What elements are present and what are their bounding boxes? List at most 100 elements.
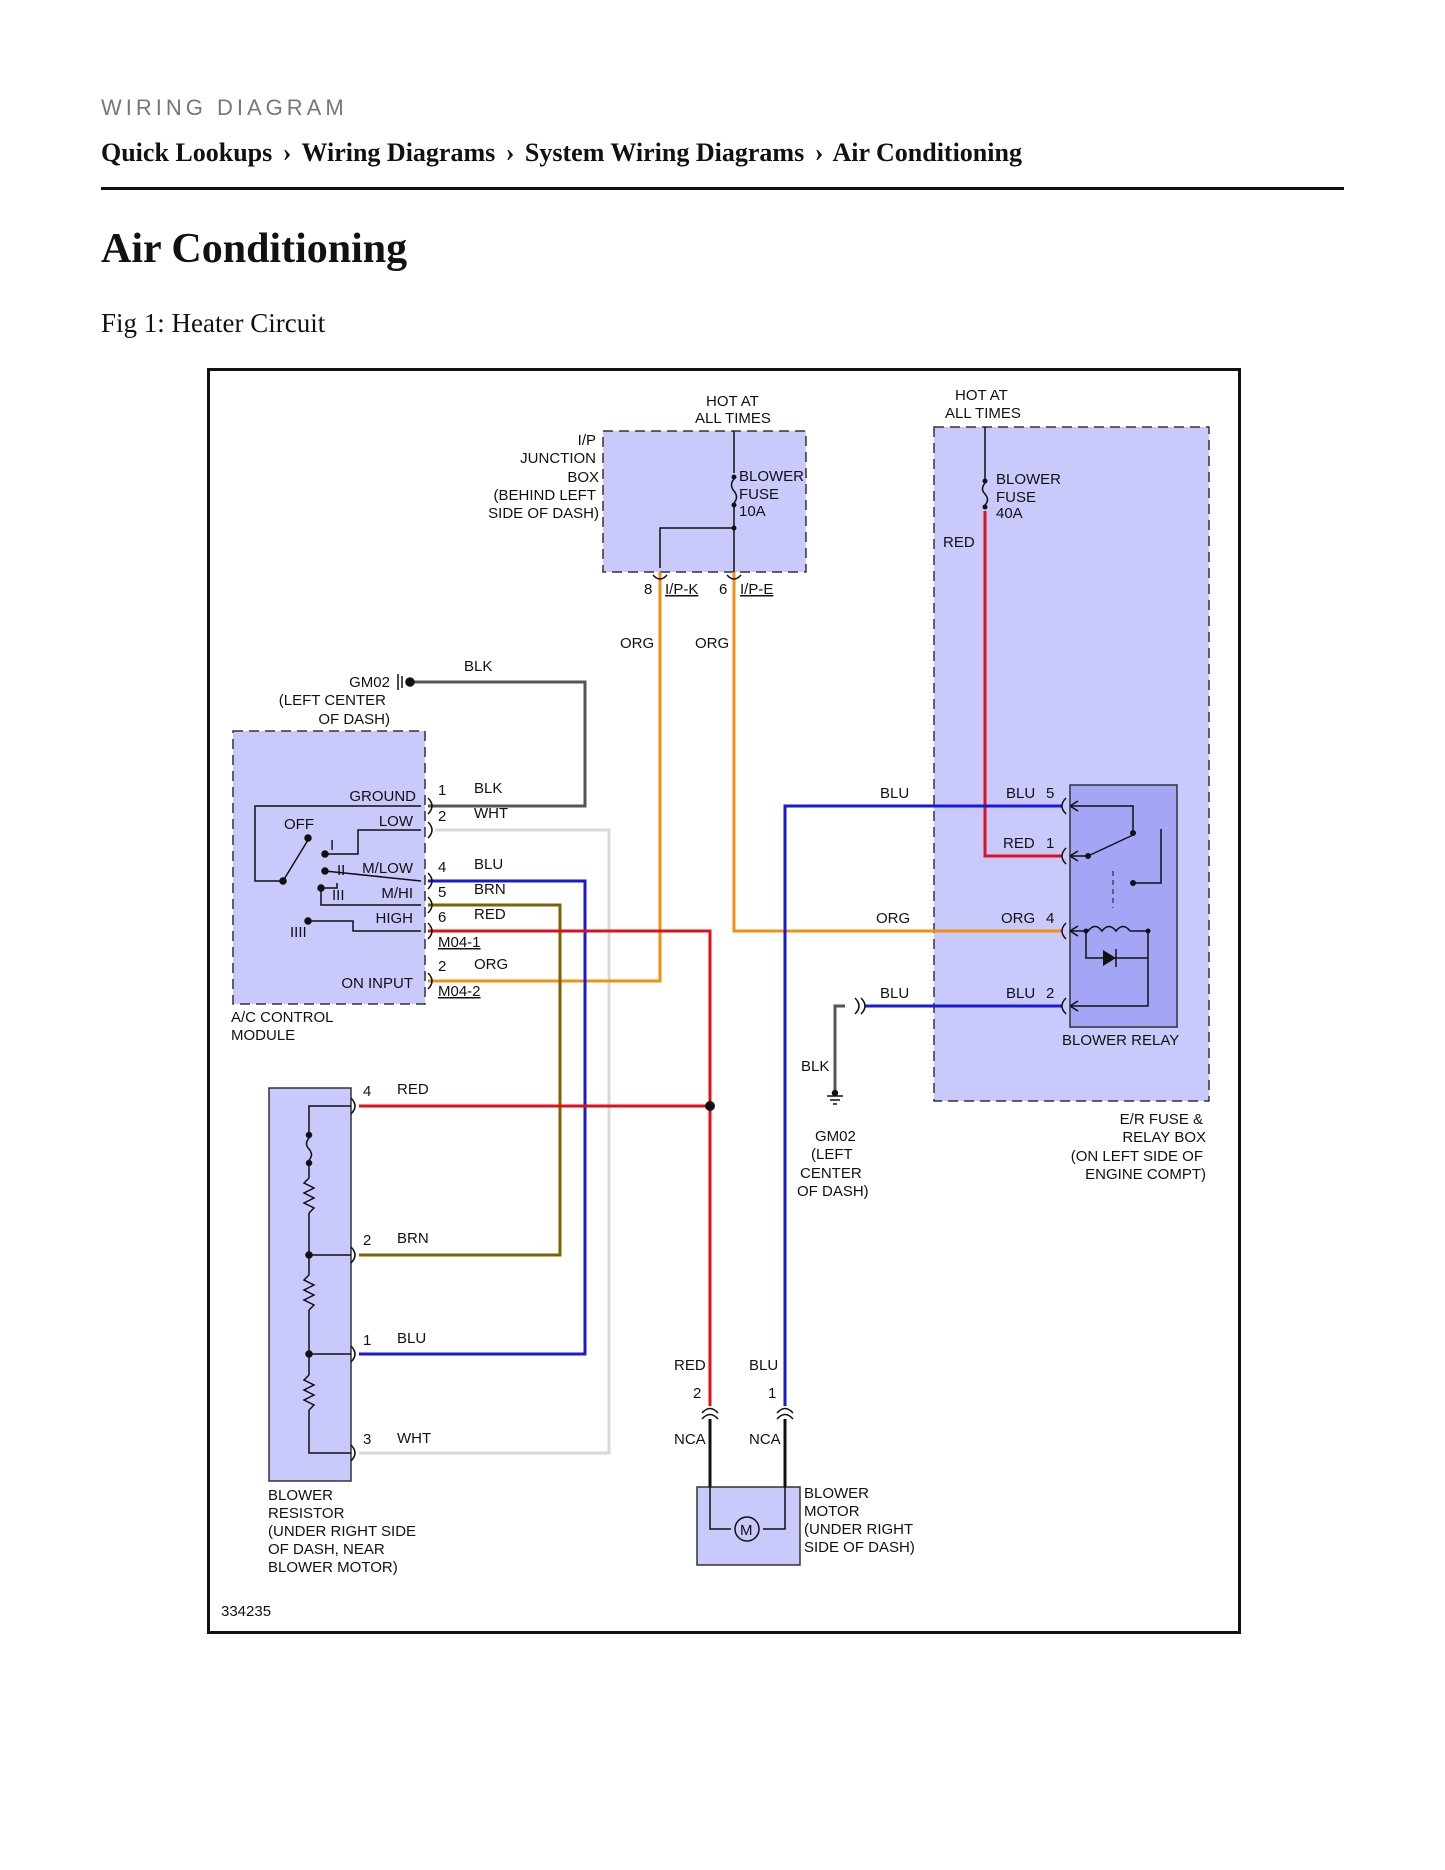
breadcrumb-separator: › [814, 138, 824, 167]
breadcrumb-item-wiring-diagrams[interactable]: Wiring Diagrams [301, 138, 496, 167]
module-pin-high: HIGH [376, 910, 414, 927]
relay-wire-org-4: ORG [1001, 910, 1035, 927]
resistor-pin-num-4: 4 [363, 1083, 371, 1100]
resistor-pin-num-3: 3 [363, 1431, 371, 1448]
resistor-wire-brn: BRN [397, 1230, 429, 1247]
resistor-wire-blu: BLU [397, 1330, 426, 1347]
resistor-pin-connectors [350, 1097, 356, 1462]
blu-relay5-wire-label: BLU [880, 785, 909, 802]
module-pin-num-5: 5 [438, 884, 446, 901]
ground-symbol-bottom [827, 1089, 843, 1105]
resistor-wire-wht: WHT [397, 1430, 431, 1447]
relay-contact [1087, 834, 1134, 857]
er-fuse-label-1: BLOWER [996, 471, 1061, 488]
ip-pin-left-conn: I/P-K [665, 581, 698, 598]
hot-at-left-line2: ALL TIMES [695, 410, 771, 427]
blower-resistor-panel [268, 1087, 352, 1482]
motor-wire-red: RED [674, 1357, 706, 1374]
wire-brown [359, 903, 562, 1257]
relay-wire-blu-2: BLU [1006, 985, 1035, 1002]
wire-orange-right [732, 572, 1062, 933]
module-pin-ground: GROUND [349, 788, 416, 805]
module-pin-num-4: 4 [438, 859, 446, 876]
blk-top-label: BLK [464, 658, 492, 675]
wire-red-module [428, 929, 712, 1106]
page-kicker: WIRING DIAGRAM [101, 95, 348, 120]
relay-pin-num-4: 4 [1046, 910, 1054, 927]
ip-fuse-symbol [730, 478, 738, 504]
blower-relay-panel [1069, 784, 1178, 1028]
org-right-label: ORG [695, 635, 729, 652]
ip-box-label-5: SIDE OF DASH) [488, 505, 599, 522]
switch-label-3: III [332, 887, 345, 904]
hot-at-left-line1: HOT AT [706, 393, 759, 410]
module-wire-brn: BRN [474, 881, 506, 898]
module-wire-blu: BLU [474, 856, 503, 873]
page-title: Air Conditioning [101, 226, 408, 272]
module-pin-mlow: M/LOW [362, 860, 414, 877]
er-box-label-1: E/R FUSE & [1120, 1111, 1203, 1128]
blu-relay2-wire-label: BLU [880, 985, 909, 1002]
breadcrumb-item-system-wiring-diagrams[interactable]: System Wiring Diagrams [524, 138, 805, 167]
relay-pin-num-2: 2 [1046, 985, 1054, 1002]
module-wire-org: ORG [474, 956, 508, 973]
wire-black-ground-lower [833, 1004, 845, 1093]
ip-fuse-label-3: 10A [739, 503, 766, 520]
module-pin-low: LOW [379, 813, 414, 830]
switch-label-2: II [337, 862, 345, 879]
er-fuse-label-2: FUSE [996, 489, 1036, 506]
module-pin-connectors [427, 797, 433, 990]
figure-caption: Fig 1: Heater Circuit [101, 308, 326, 338]
header-divider [101, 187, 1344, 190]
breadcrumb: Quick Lookups › Wiring Diagrams › System… [101, 138, 1022, 168]
ip-pin-right-conn: I/P-E [740, 581, 773, 598]
wire-black-ground [411, 680, 587, 808]
relay-diode [1103, 950, 1116, 966]
splice-dot [705, 1101, 715, 1111]
ac-control-module-panel [232, 730, 426, 1005]
module-wire-red: RED [474, 906, 506, 923]
module-pin-num-2: 2 [438, 808, 446, 825]
ip-pin-left-num: 8 [644, 581, 652, 598]
motor-label-2: MOTOR [804, 1503, 860, 1520]
breadcrumb-separator: › [282, 138, 292, 167]
switch-label-1: I [330, 837, 334, 854]
wire-red-relay [983, 511, 1062, 858]
motor-symbol-circle [734, 1516, 760, 1542]
resistor-label-5: BLOWER MOTOR) [268, 1559, 398, 1576]
ip-box-label-3: BOX [567, 469, 599, 486]
resistor-label-2: RESISTOR [268, 1505, 345, 1522]
motor-label-3: (UNDER RIGHT [804, 1521, 913, 1538]
breadcrumb-item-quick-lookups[interactable]: Quick Lookups [101, 138, 273, 167]
module-pin-num-2b: 2 [438, 958, 446, 975]
module-label-2: MODULE [231, 1027, 295, 1044]
breadcrumb-item-air-conditioning[interactable]: Air Conditioning [832, 138, 1022, 167]
relay-wire-blu-5: BLU [1006, 785, 1035, 802]
relay-pin-num-1: 1 [1046, 835, 1054, 852]
er-fuse-label-3: 40A [996, 505, 1023, 522]
ip-fuse-label-2: FUSE [739, 486, 779, 503]
er-box-label-3: (ON LEFT SIDE OF [1071, 1148, 1203, 1165]
wiring-diagram-svg: M HOT AT ALL TIMES HOT AT ALL TIMES I/P … [221, 387, 1210, 1620]
ground-bottom-label-4: OF DASH) [797, 1183, 869, 1200]
wire-orange-left [428, 572, 662, 983]
org-left-label: ORG [620, 635, 654, 652]
er-red-wire-label: RED [943, 534, 975, 551]
module-selector-switch [254, 805, 422, 932]
er-box-label-4: ENGINE COMPT) [1085, 1166, 1206, 1183]
breadcrumb-separator: › [505, 138, 515, 167]
resistor-wire-red: RED [397, 1081, 429, 1098]
hot-at-right-line2: ALL TIMES [945, 405, 1021, 422]
motor-conn-nca-left: NCA [674, 1431, 706, 1448]
wire-blue-module-resistor [359, 879, 587, 1356]
ground-top-label-1: GM02 [349, 674, 390, 691]
module-pin-mhi: M/HI [381, 885, 413, 902]
ground-bottom-label-2: (LEFT [811, 1146, 853, 1163]
switch-label-4: IIII [290, 924, 307, 941]
resistor-label-3: (UNDER RIGHT SIDE [268, 1523, 416, 1540]
ip-junction-box-panel [602, 430, 807, 573]
hot-at-right-line1: HOT AT [955, 387, 1008, 404]
connector-m04-2: M04-2 [438, 983, 481, 1000]
switch-label-off: OFF [284, 816, 314, 833]
relay-wire-red-1: RED [1003, 835, 1035, 852]
